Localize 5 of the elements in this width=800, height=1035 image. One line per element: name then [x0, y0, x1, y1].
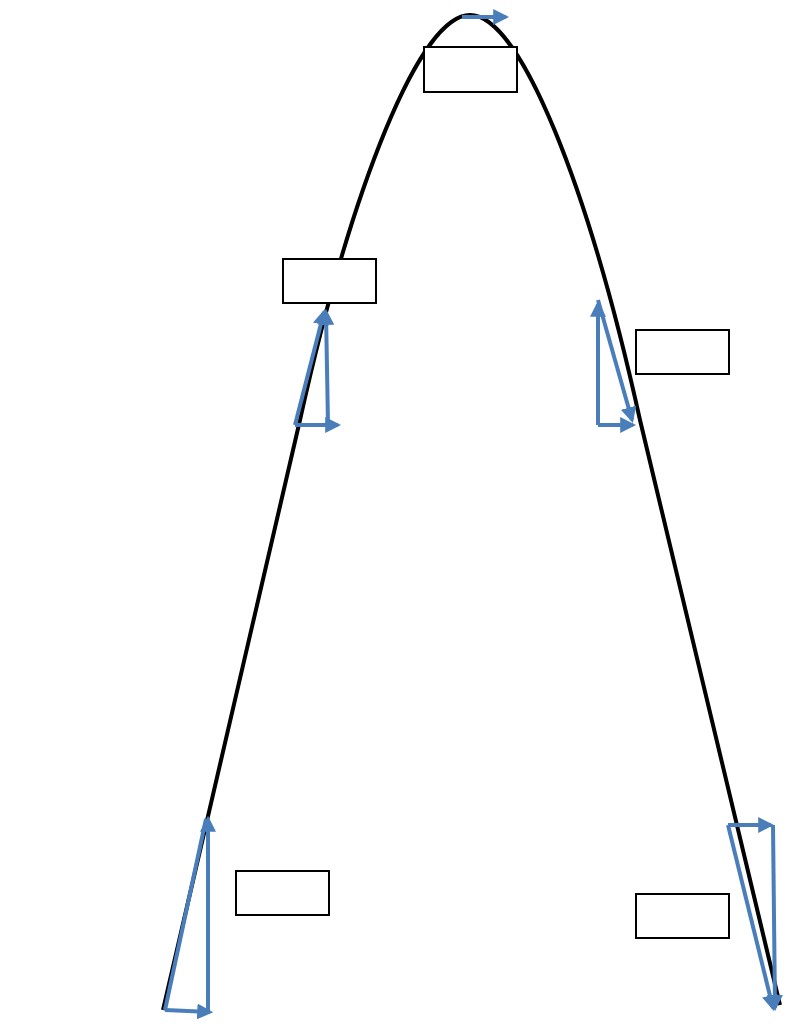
label-box: [635, 329, 730, 375]
label-box: [235, 870, 330, 916]
label-box: [282, 258, 377, 304]
label-box: [423, 46, 518, 93]
label-box: [635, 893, 730, 939]
